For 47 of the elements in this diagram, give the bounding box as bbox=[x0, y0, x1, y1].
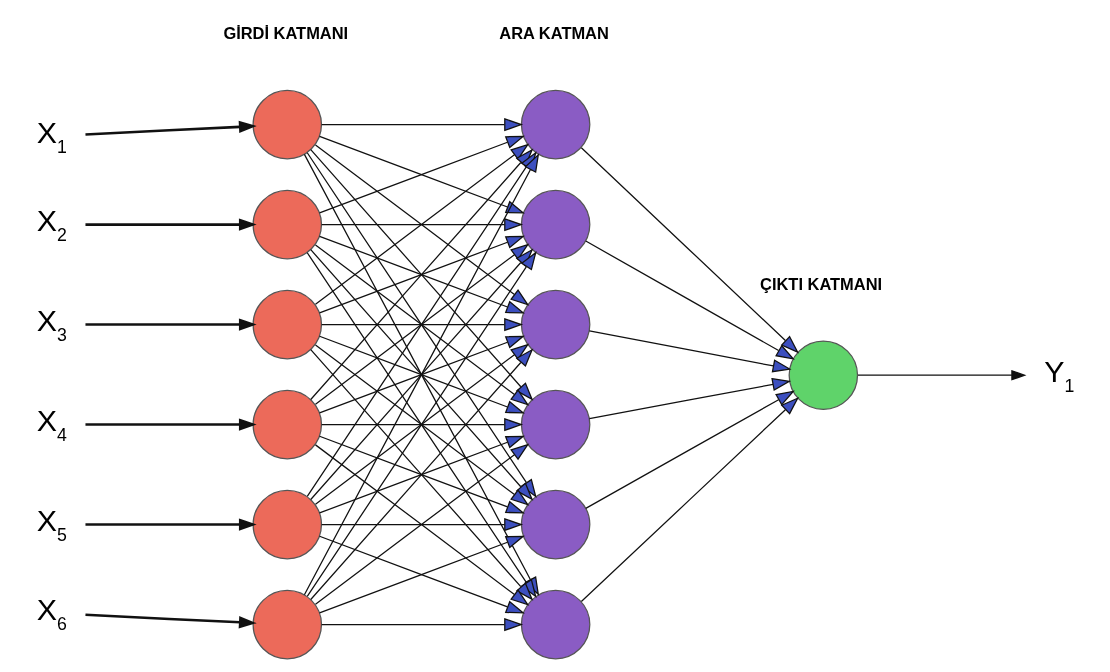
node-circle bbox=[252, 289, 323, 360]
arrow bbox=[857, 369, 1027, 381]
node-text: X$_{3}$ bbox=[36, 304, 67, 346]
node-text: X$_{1}$ bbox=[36, 115, 67, 157]
arrow bbox=[580, 147, 800, 354]
arrow bbox=[585, 240, 795, 360]
arrow bbox=[318, 135, 525, 214]
node-text: X$_{6}$ bbox=[36, 592, 67, 634]
arrow bbox=[85, 318, 257, 331]
arrow bbox=[321, 217, 524, 232]
arrow bbox=[85, 518, 257, 531]
node-circle bbox=[520, 389, 591, 460]
arrow bbox=[85, 218, 257, 231]
arrow bbox=[321, 317, 524, 332]
node-circle bbox=[788, 340, 859, 411]
arrow bbox=[588, 330, 792, 373]
node-text: X$_{4}$ bbox=[36, 404, 67, 446]
node-circle bbox=[520, 589, 591, 660]
arrow bbox=[318, 535, 525, 614]
node-circle bbox=[520, 489, 591, 560]
node-circle bbox=[252, 389, 323, 460]
node-circle bbox=[252, 89, 323, 160]
label: GİRDİ KATMANI bbox=[223, 24, 349, 43]
arrow bbox=[321, 517, 524, 532]
arrow bbox=[321, 617, 524, 632]
node-text: X$_{5}$ bbox=[36, 504, 67, 546]
label: ARA KATMAN bbox=[499, 24, 609, 43]
node-circle bbox=[520, 289, 591, 360]
arrow bbox=[85, 120, 257, 136]
node-circle bbox=[252, 489, 323, 560]
arrow bbox=[321, 417, 524, 432]
arrow bbox=[318, 235, 525, 314]
label: ÇIKTI KATMANI bbox=[760, 274, 883, 293]
arrow bbox=[585, 390, 795, 509]
node-circle bbox=[520, 89, 591, 160]
arrow bbox=[580, 396, 800, 603]
node-circle bbox=[252, 589, 323, 660]
arrow bbox=[85, 613, 257, 629]
arrow bbox=[85, 418, 257, 431]
node-circle bbox=[520, 189, 591, 260]
arrow bbox=[588, 377, 792, 420]
node-text: Y$_{1}$ bbox=[1044, 354, 1075, 396]
arrow bbox=[318, 335, 525, 414]
arrow bbox=[321, 117, 524, 132]
arrow bbox=[318, 435, 525, 514]
node-circle bbox=[252, 189, 323, 260]
node-text: X$_{2}$ bbox=[36, 204, 67, 246]
